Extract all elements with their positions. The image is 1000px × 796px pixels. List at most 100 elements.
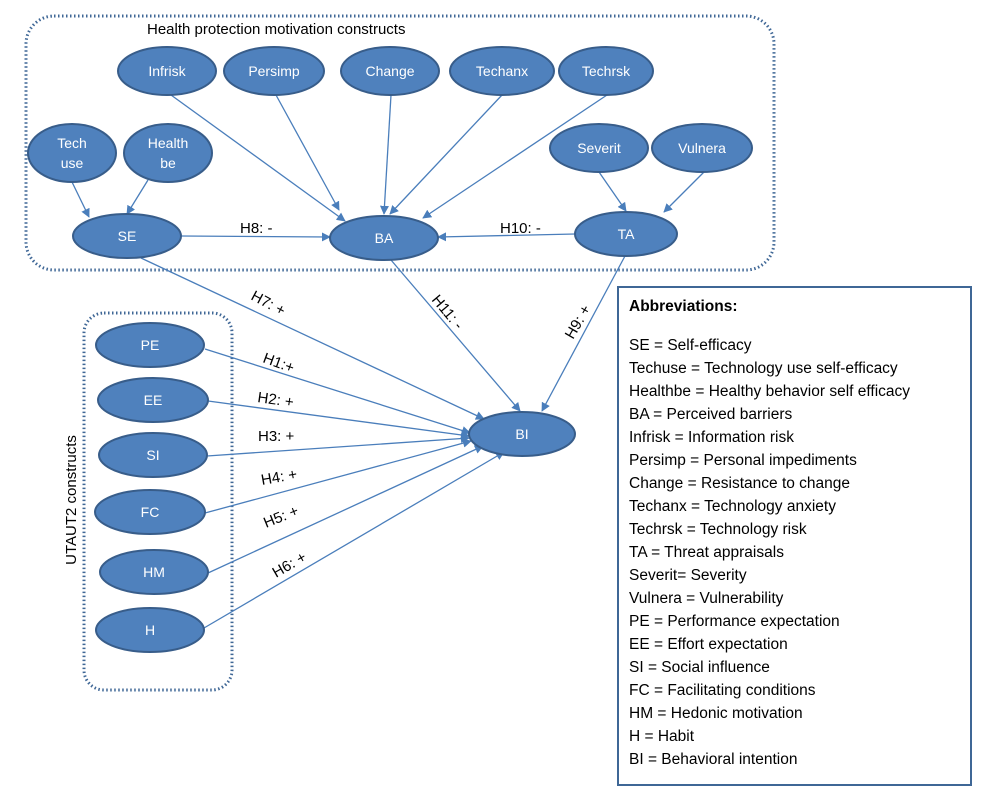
edge-label-ee-bi: H2: + xyxy=(256,389,295,411)
edge-techrsk-ba xyxy=(422,94,608,219)
node-techuse: Tech use xyxy=(27,123,117,183)
abbreviation-item: SI = Social influence xyxy=(629,659,770,676)
node-label-pe: PE xyxy=(141,337,160,353)
abbreviation-item: Techanx = Technology anxiety xyxy=(629,498,836,515)
node-shape-techuse xyxy=(27,123,117,183)
node-shape-bi xyxy=(468,411,576,457)
node-shape-techrsk xyxy=(558,46,654,96)
edge-ba-bi xyxy=(390,259,521,412)
node-bi: BI xyxy=(468,411,576,457)
node-techanx: Techanx xyxy=(449,46,555,96)
node-ta: TA xyxy=(574,211,678,257)
node-shape-si xyxy=(98,432,208,478)
node-label-bi: BI xyxy=(515,426,528,442)
edge-label-h-bi: H6: + xyxy=(270,548,310,581)
abbreviation-item: TA = Threat appraisals xyxy=(629,544,784,561)
node-ba: BA xyxy=(329,215,439,261)
utaut-group-box xyxy=(82,311,234,692)
abbreviation-item: FC = Facilitating conditions xyxy=(629,682,816,699)
node-hm: HM xyxy=(99,549,209,595)
node-label-techuse: Tech xyxy=(57,135,87,151)
edge-label-hm-bi: H5: + xyxy=(261,502,301,531)
node-label-persimp: Persimp xyxy=(248,63,300,79)
node-h: H xyxy=(95,607,205,653)
node-severit: Severit xyxy=(549,123,649,173)
abbreviation-item: Techuse = Technology use self-efficacy xyxy=(629,360,898,377)
node-persimp: Persimp xyxy=(223,46,325,96)
abbreviation-item: Infrisk = Information risk xyxy=(629,429,794,446)
abbreviation-item: BA = Perceived barriers xyxy=(629,406,793,423)
node-shape-techanx xyxy=(449,46,555,96)
utaut-group-label: UTAUT2 constructs xyxy=(63,435,80,565)
edge-infrisk-ba xyxy=(170,94,346,222)
node-se: SE xyxy=(72,213,182,259)
edge-pe-bi xyxy=(204,348,471,435)
node-label-techanx: Techanx xyxy=(476,63,528,79)
node-shape-pe xyxy=(95,322,205,368)
edge-change-ba xyxy=(379,94,392,215)
edge-label-se-bi: H7: + xyxy=(248,288,288,320)
edge-ee-bi xyxy=(207,400,470,440)
abbreviation-item: PE = Performance expectation xyxy=(629,613,840,630)
abbreviation-item: EE = Effort expectation xyxy=(629,636,788,653)
edge-label-ba-bi: H11: - xyxy=(428,292,467,333)
abbreviations-title: Abbreviations: xyxy=(629,298,738,315)
node-label-techuse: use xyxy=(61,155,84,171)
edge-se-bi xyxy=(140,257,485,420)
edge-severit-ta xyxy=(598,171,627,212)
node-label-vulnera: Vulnera xyxy=(678,140,726,156)
node-vulnera: Vulnera xyxy=(651,123,753,173)
node-label-healthbe: Health xyxy=(148,135,188,151)
edge-ta-ba xyxy=(437,232,576,242)
abbreviation-item: BI = Behavioral intention xyxy=(629,751,798,768)
node-label-techrsk: Techrsk xyxy=(582,63,631,79)
edge-vulnera-ta xyxy=(663,171,705,213)
edge-hm-bi xyxy=(207,445,484,574)
edge-techanx-ba xyxy=(389,94,503,215)
node-si: SI xyxy=(98,432,208,478)
abbreviation-item: Healthbe = Healthy behavior self efficac… xyxy=(629,383,911,400)
abbreviation-item: Change = Resistance to change xyxy=(629,475,851,492)
node-shape-infrisk xyxy=(117,46,217,96)
edge-techuse-se xyxy=(71,181,90,218)
node-shape-severit xyxy=(549,123,649,173)
node-shape-ba xyxy=(329,215,439,261)
abbreviation-item: HM = Hedonic motivation xyxy=(629,705,803,722)
node-label-fc: FC xyxy=(141,504,160,520)
node-shape-ta xyxy=(574,211,678,257)
edge-label-se-ba: H8: - xyxy=(240,220,273,237)
abbreviation-item: Techrsk = Technology risk xyxy=(629,521,807,538)
abbreviation-item: SE = Self-efficacy xyxy=(629,337,752,354)
node-fc: FC xyxy=(94,489,206,535)
node-shape-change xyxy=(340,46,440,96)
node-shape-se xyxy=(72,213,182,259)
node-label-ba: BA xyxy=(375,230,394,246)
hpm-group-box xyxy=(24,14,776,272)
node-label-ta: TA xyxy=(618,226,636,242)
node-change: Change xyxy=(340,46,440,96)
hpm-group-label: Health protection motivation constructs xyxy=(147,21,405,38)
node-shape-h xyxy=(95,607,205,653)
edge-label-si-bi: H3: + xyxy=(258,428,295,445)
edge-label-fc-bi: H4: + xyxy=(260,466,299,489)
abbreviation-item: H = Habit xyxy=(629,728,695,745)
node-shape-vulnera xyxy=(651,123,753,173)
edge-persimp-ba xyxy=(275,94,340,211)
edge-ta-bi xyxy=(541,255,626,412)
edge-label-ta-ba: H10: - xyxy=(500,220,541,237)
node-shape-hm xyxy=(99,549,209,595)
edge-h-bi xyxy=(203,451,505,629)
node-label-ee: EE xyxy=(144,392,163,408)
node-infrisk: Infrisk xyxy=(117,46,217,96)
node-healthbe: Healthbe xyxy=(123,123,213,183)
node-shape-healthbe xyxy=(123,123,213,183)
node-label-severit: Severit xyxy=(577,140,621,156)
node-techrsk: Techrsk xyxy=(558,46,654,96)
node-label-h: H xyxy=(145,622,155,638)
node-label-hm: HM xyxy=(143,564,165,580)
node-ee: EE xyxy=(97,377,209,423)
node-label-infrisk: Infrisk xyxy=(148,63,186,79)
node-label-se: SE xyxy=(118,228,137,244)
